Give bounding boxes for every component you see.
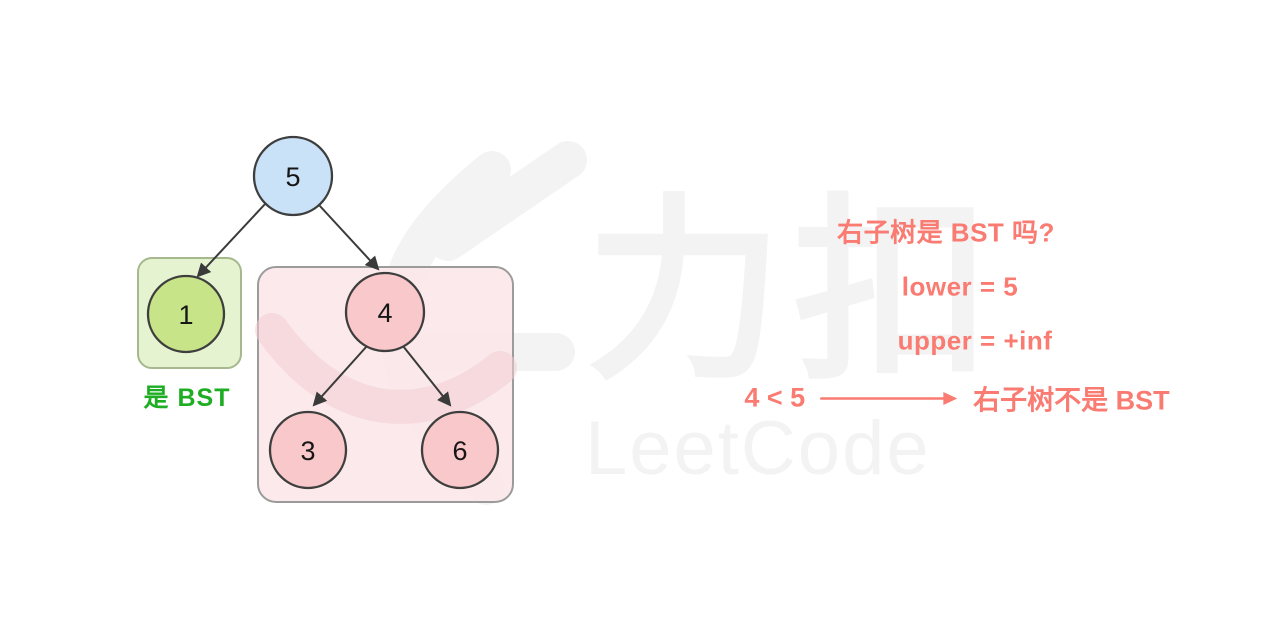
tree-node-5 xyxy=(252,135,334,217)
logo-diagonal-stroke xyxy=(429,141,587,261)
conclusion-premise: 4 < 5 xyxy=(744,382,806,413)
lower-bound-line: lower = 5 xyxy=(901,271,1019,302)
node-value-6: 6 xyxy=(452,436,467,466)
node-value-5: 5 xyxy=(285,162,300,192)
node-value-1: 1 xyxy=(178,300,193,330)
valid-subtree-label: 是 BST xyxy=(143,384,231,412)
tree-node-3 xyxy=(268,410,348,490)
tree-node-6 xyxy=(420,410,500,490)
region-shading xyxy=(255,313,517,424)
edge-5-to-1 xyxy=(196,202,267,278)
edge-4-to-6 xyxy=(402,345,452,407)
watermark-brand-en: LeetCode xyxy=(585,406,931,491)
node-value-3: 3 xyxy=(300,436,315,466)
implies-arrow-icon xyxy=(819,391,958,405)
edge-4-to-3 xyxy=(312,345,368,407)
edge-5-to-4 xyxy=(318,204,380,271)
conclusion-line: 4 < 5 右子树不是 BST xyxy=(744,379,1169,418)
tree-node-4 xyxy=(344,271,426,353)
tree-node-1 xyxy=(146,274,226,354)
upper-bound-line: upper = +inf xyxy=(897,325,1053,356)
question-line: 右子树是 BST 吗? xyxy=(837,217,1055,248)
conclusion-result: 右子树不是 BST xyxy=(973,385,1170,416)
node-value-4: 4 xyxy=(377,298,392,328)
watermark-brand-cn: 力扣 xyxy=(585,181,1001,402)
